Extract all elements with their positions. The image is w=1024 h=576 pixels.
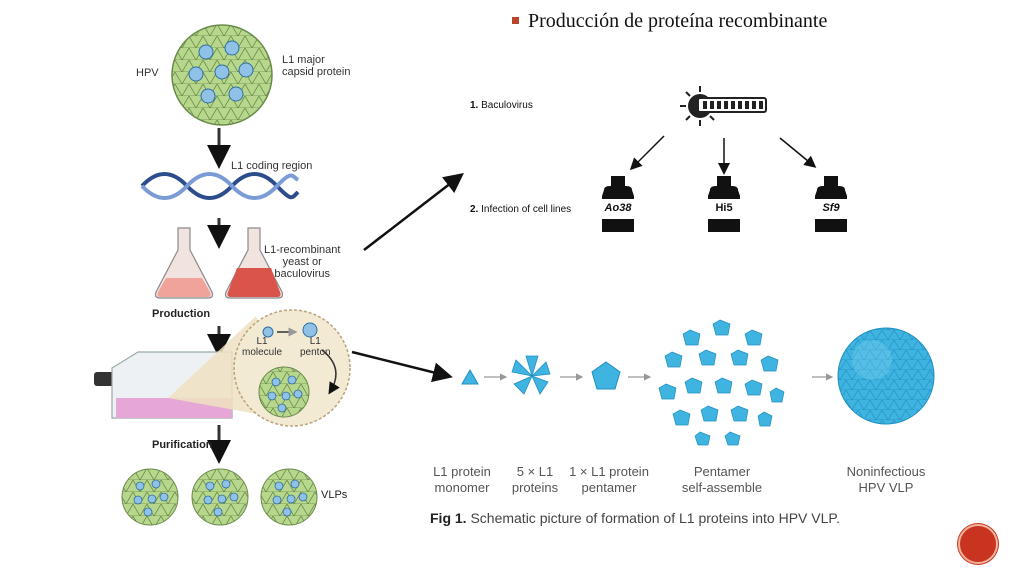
stage-caption: 1 × L1 protein pentamer xyxy=(562,464,656,496)
label-line: L1 major xyxy=(282,54,325,66)
caption-line: Noninfectious xyxy=(846,464,926,479)
connector-arrow-icon xyxy=(363,172,464,251)
l1-molecule-icon xyxy=(262,326,274,338)
label-line: capsid protein xyxy=(282,66,351,78)
caption-line: L1 protein xyxy=(433,464,491,479)
bottle-label-ao38: Ao38 xyxy=(604,202,632,214)
hpv-vlp-icon xyxy=(837,327,935,425)
slide-heading: Producción de proteína recombinante xyxy=(512,10,827,33)
penton-label: L1 penton xyxy=(300,336,331,358)
dna-helix-icon xyxy=(140,172,300,200)
hpv-label: HPV xyxy=(136,67,159,79)
bottle-icon xyxy=(602,176,634,232)
connector-arrow-icon xyxy=(351,350,453,383)
production-label: Production xyxy=(152,308,211,320)
step-1: 1. Baculovirus xyxy=(470,100,533,111)
caption-line: HPV VLP xyxy=(858,480,914,495)
figure-caption-prefix: Fig 1. xyxy=(430,510,467,526)
slide-number-badge xyxy=(958,524,998,564)
label-line: yeast or xyxy=(282,256,322,268)
arrow-icon xyxy=(779,137,817,168)
purification-label: Purification xyxy=(152,439,213,451)
step-text: Baculovirus xyxy=(481,100,533,111)
caption-line: proteins xyxy=(511,480,559,495)
bottle-label-hi5: Hi5 xyxy=(715,202,733,214)
five-proteins-icon xyxy=(511,355,551,395)
stage-caption: 5 × L1 proteins xyxy=(500,464,570,496)
l1-penton-icon xyxy=(302,322,318,338)
self-assemble-icon xyxy=(658,319,785,446)
step-number: 1. xyxy=(470,100,479,111)
bottle-label-sf9: Sf9 xyxy=(822,202,840,214)
step-number: 2. xyxy=(470,204,479,215)
vlp-icon xyxy=(191,468,249,526)
caption-line: Pentamer xyxy=(693,464,751,479)
bottle-icon xyxy=(708,176,740,232)
caption-line: monomer xyxy=(434,480,490,495)
flask-icon xyxy=(154,227,214,299)
vlps-label: VLPs xyxy=(321,489,348,501)
flask-icon xyxy=(224,227,284,299)
coding-region-label: L1 coding region xyxy=(231,160,313,172)
step-text: Infection of cell lines xyxy=(481,204,572,215)
bullet-square-icon xyxy=(512,16,519,24)
caption-line: self-assemble xyxy=(681,480,763,495)
heading-text: Producción de proteína recombinante xyxy=(528,10,828,32)
label-line: penton xyxy=(300,347,331,358)
pentamer-icon xyxy=(591,361,621,390)
label-line: molecule xyxy=(242,347,283,358)
figure-caption-text: Schematic picture of formation of L1 pro… xyxy=(466,510,840,526)
vlp-icon xyxy=(260,468,318,526)
bottle-icon xyxy=(815,176,847,232)
l1-capsid-label: L1 major capsid protein xyxy=(282,54,351,78)
vlp-assembled-icon xyxy=(258,366,310,418)
recombinant-label: L1-recombinant yeast or baculovirus xyxy=(264,244,340,280)
stage-caption: Pentamer self-assemble xyxy=(672,464,772,496)
stage-caption: L1 protein monomer xyxy=(420,464,504,496)
caption-line: pentamer xyxy=(581,480,637,495)
label-line: L1 xyxy=(256,336,268,347)
label-line: L1 xyxy=(309,336,321,347)
caption-line: 5 × L1 xyxy=(516,464,554,479)
step-2: 2. Infection of cell lines xyxy=(470,204,571,215)
molecule-label: L1 molecule xyxy=(242,336,282,358)
hpv-capsid-icon xyxy=(171,24,273,126)
arrow-icon xyxy=(629,135,665,171)
label-line: L1-recombinant xyxy=(264,244,341,256)
vlp-icon xyxy=(121,468,179,526)
monomer-triangle-icon xyxy=(461,368,479,385)
caption-line: 1 × L1 protein xyxy=(569,464,649,479)
figure-caption: Fig 1. Schematic picture of formation of… xyxy=(430,510,840,526)
baculovirus-icon xyxy=(680,86,767,126)
stage-caption: Noninfectious HPV VLP xyxy=(834,464,938,496)
label-line: baculovirus xyxy=(274,268,331,280)
